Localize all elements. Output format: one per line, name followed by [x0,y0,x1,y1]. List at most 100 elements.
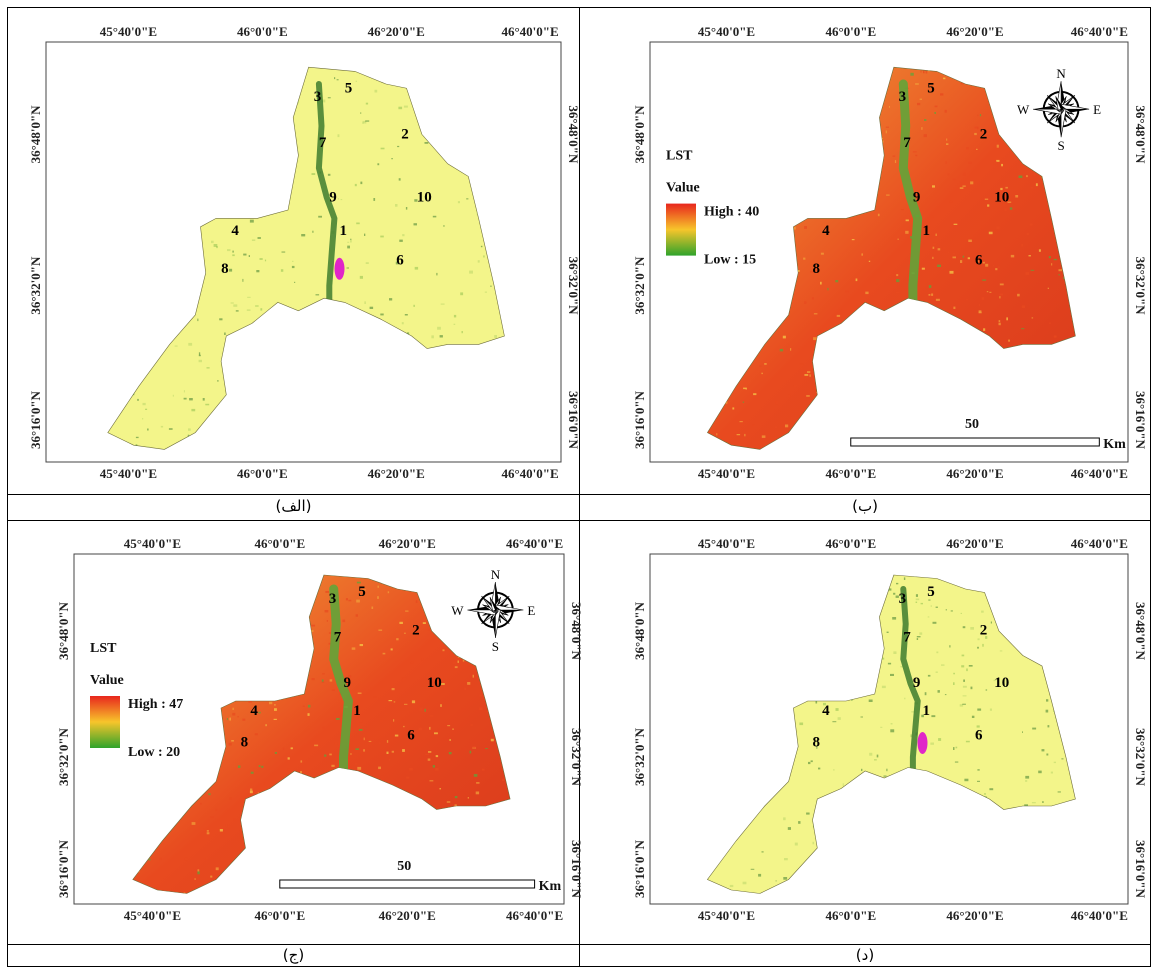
lat-tick-right: 36°32'0"N [1133,728,1148,787]
caption-panel-c: (ج) [282,946,305,964]
region-label-5: 5 [358,584,366,600]
lat-tick-right: 36°16'0"N [1133,391,1148,450]
caption-panel-b: (ب) [852,497,878,515]
region-label-1: 1 [923,703,931,719]
scale-unit: Km [1103,437,1126,452]
lat-tick-right: 36°16'0"N [1133,840,1148,899]
region-label-4: 4 [250,703,258,719]
lon-tick-top: 45°40'0"E [698,24,755,39]
legend-high: High : 47 [128,697,183,712]
lon-tick-bottom: 45°40'0"E [100,466,157,481]
region-label-2: 2 [980,127,988,143]
lat-tick-left: 36°16'0"N [632,390,647,449]
lon-tick-bottom: 46°20'0"E [379,908,436,923]
lon-tick-bottom: 46°40'0"E [506,908,563,923]
province-area [107,66,505,450]
region-label-5: 5 [927,80,935,96]
legend-color-ramp [666,203,696,256]
lon-tick-top: 46°20'0"E [379,536,436,551]
lon-tick-top: 46°0'0"E [825,24,876,39]
region-label-10: 10 [994,675,1009,691]
lon-tick-bottom: 46°20'0"E [946,466,1003,481]
river-corridor [900,586,921,778]
region-label-7: 7 [903,135,911,151]
region-label-8: 8 [813,735,821,751]
lon-tick-top: 45°40'0"E [698,536,755,551]
caption-panel-a: (الف) [275,497,312,515]
lat-tick-right: 36°16'0"N [566,391,581,450]
region-label-7: 7 [903,630,911,646]
region-label-1: 1 [923,223,931,239]
province-area [706,66,1076,450]
compass-e: E [1093,102,1101,117]
compass-e: E [527,603,535,618]
lat-tick-left: 36°48'0"N [632,601,647,660]
compass-w: W [1017,102,1030,117]
border-right [1150,7,1151,967]
lat-tick-left: 36°48'0"N [56,601,71,660]
region-label-1: 1 [353,703,361,719]
reservoir-marker [334,257,345,280]
lon-tick-bottom: 45°40'0"E [124,908,181,923]
region-label-2: 2 [412,623,420,639]
province-area [706,574,1076,894]
region-label-3: 3 [329,591,337,607]
region-label-7: 7 [334,630,342,646]
reservoir-marker [917,732,928,754]
lon-tick-bottom: 46°0'0"E [825,466,876,481]
lon-tick-bottom: 45°40'0"E [698,908,755,923]
region-label-6: 6 [975,253,983,269]
lat-tick-right: 36°48'0"N [566,105,581,164]
region-label-1: 1 [340,223,348,239]
region-label-9: 9 [913,190,921,206]
lat-tick-right: 36°48'0"N [1133,105,1148,164]
river-corridor [898,79,923,312]
lon-tick-bottom: 45°40'0"E [698,466,755,481]
province-area [132,574,511,894]
lon-tick-bottom: 46°20'0"E [368,466,425,481]
lat-tick-left: 36°16'0"N [56,839,71,898]
region-label-3: 3 [899,89,907,105]
legend-subtitle: Value [90,673,124,688]
region-label-3: 3 [899,591,907,607]
lat-tick-left: 36°48'0"N [28,105,43,164]
lat-tick-left: 36°32'0"N [632,727,647,786]
legend-low: Low : 20 [128,745,180,760]
scale-bar [279,879,536,889]
lon-tick-top: 46°40'0"E [506,536,563,551]
scale-value: 50 [965,417,979,432]
legend-high: High : 40 [704,205,759,220]
region-label-2: 2 [401,127,409,143]
scale-value: 50 [397,859,411,874]
map-frame [45,41,562,463]
compass-w: W [451,603,464,618]
region-label-8: 8 [221,261,229,277]
lat-tick-left: 36°32'0"N [56,727,71,786]
lon-tick-top: 46°0'0"E [825,536,876,551]
lat-tick-right: 36°48'0"N [1133,602,1148,661]
compass-n: N [1056,66,1066,81]
lon-tick-bottom: 46°0'0"E [254,908,305,923]
region-label-6: 6 [407,728,415,744]
caption-panel-d: (د) [855,946,875,964]
lon-tick-bottom: 46°0'0"E [825,908,876,923]
lon-tick-bottom: 46°40'0"E [1071,908,1128,923]
lon-tick-top: 46°20'0"E [946,24,1003,39]
map-frame [73,553,565,905]
compass-s: S [492,639,499,654]
lon-tick-top: 46°40'0"E [1071,24,1128,39]
region-label-2: 2 [980,623,988,639]
lat-tick-left: 36°16'0"N [632,839,647,898]
lon-tick-top: 46°20'0"E [368,24,425,39]
region-label-6: 6 [396,253,404,269]
north-arrow-icon [1033,81,1090,138]
lat-tick-left: 36°32'0"N [632,256,647,315]
lon-tick-top: 46°40'0"E [1071,536,1128,551]
river-corridor [315,81,338,310]
lon-tick-bottom: 46°0'0"E [237,466,288,481]
region-label-7: 7 [319,135,327,151]
region-label-10: 10 [994,190,1009,206]
